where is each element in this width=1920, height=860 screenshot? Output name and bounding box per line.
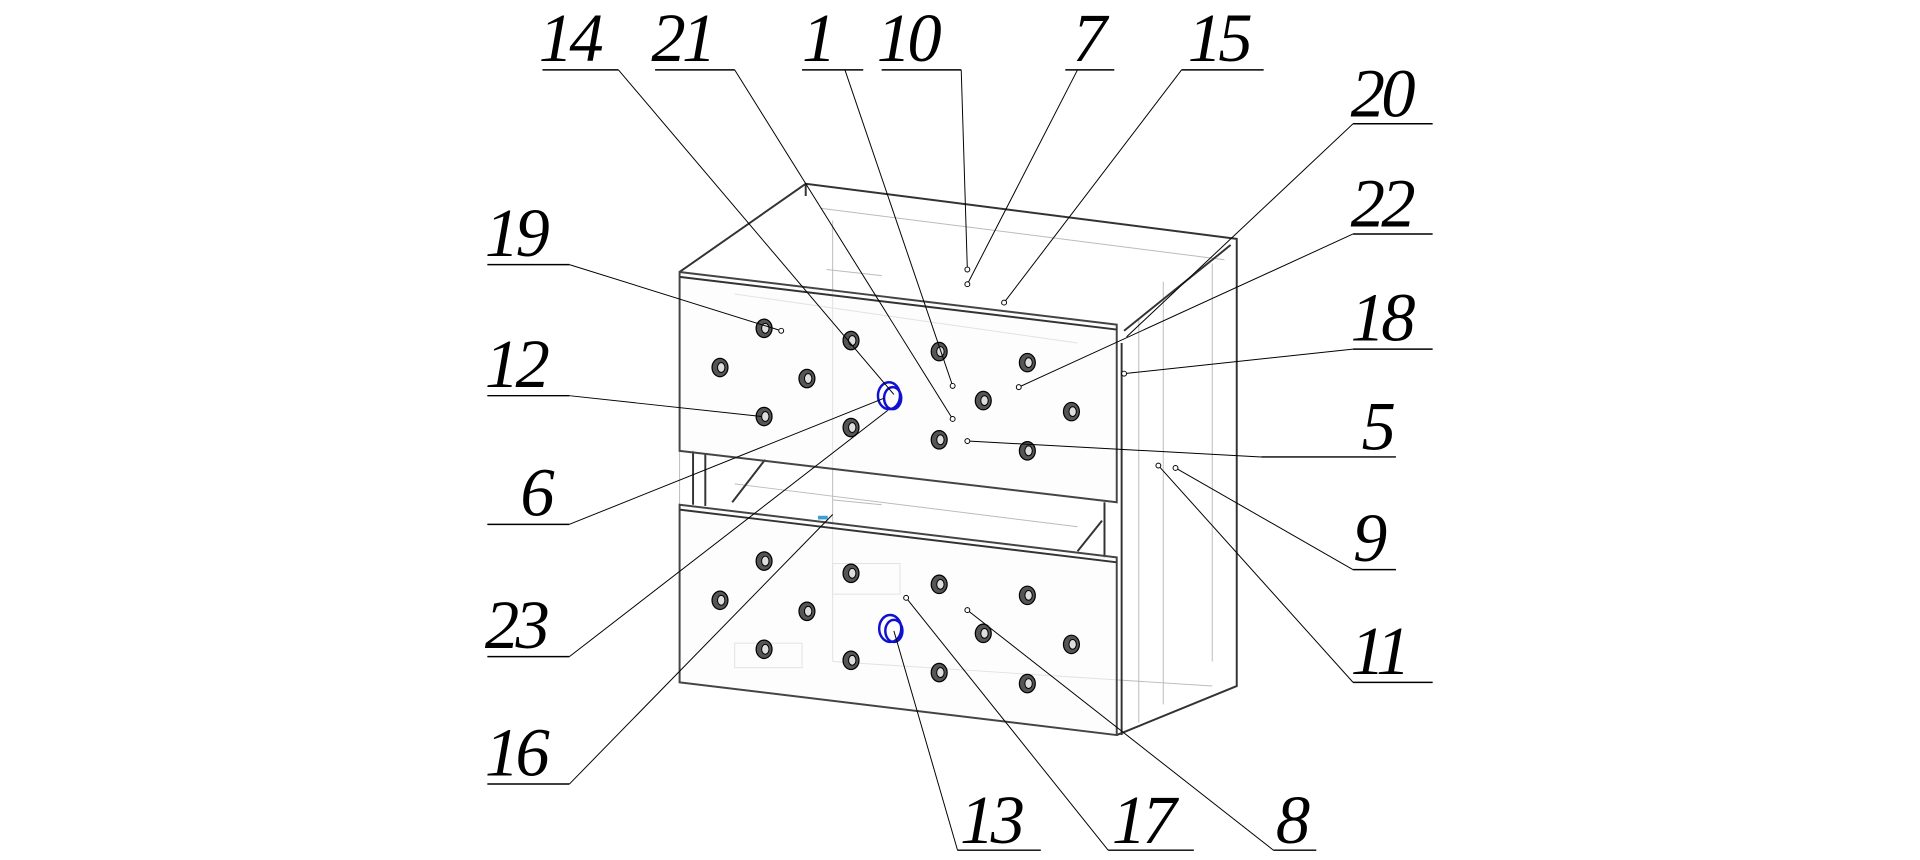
- knob-icon: [974, 623, 992, 644]
- callout-label: 23: [485, 587, 548, 663]
- callout-16: 16: [485, 514, 834, 790]
- callout-12: 12: [485, 326, 762, 418]
- callout-7: 7: [964, 0, 1115, 288]
- callout-label: 13: [960, 782, 1023, 858]
- knob-icon: [711, 590, 729, 611]
- knob-icon: [755, 551, 773, 571]
- callout-label: 11: [1351, 613, 1407, 689]
- callout-label: 19: [485, 195, 550, 271]
- knob-icon: [1018, 585, 1036, 606]
- knob-icon: [842, 417, 860, 438]
- callouts: 14 21 1 10 7 15 20 22 18 5 9 11 19 12 6 …: [485, 0, 1433, 858]
- knob-icon: [930, 662, 948, 683]
- knob-icon: [842, 330, 860, 351]
- knob-icon: [974, 390, 992, 411]
- callout-14: 14: [539, 0, 895, 395]
- knob-icon: [711, 357, 729, 378]
- callout-label: 10: [877, 0, 942, 76]
- callout-18: 18: [1121, 280, 1433, 377]
- callout-label: 18: [1351, 280, 1416, 356]
- callout-label: 5: [1362, 389, 1395, 465]
- knob-icon: [930, 430, 948, 450]
- callout-label: 7: [1073, 0, 1110, 76]
- callout-label: 9: [1353, 500, 1387, 576]
- callout-label: 14: [539, 0, 603, 76]
- knob-icon: [1018, 352, 1036, 373]
- knob-icon: [755, 318, 773, 339]
- callout-5: 5: [964, 389, 1398, 465]
- callout-10: 10: [877, 0, 971, 273]
- callout-label: 6: [520, 455, 554, 531]
- callout-23: 23: [485, 410, 889, 663]
- callout-21: 21: [651, 0, 956, 422]
- knob-icon: [798, 368, 816, 389]
- callout-label: 8: [1276, 782, 1310, 858]
- callout-1: 1: [802, 0, 956, 389]
- callout-15: 15: [1001, 0, 1264, 306]
- callout-22: 22: [1015, 166, 1433, 391]
- callout-label: 17: [1112, 782, 1180, 858]
- knob-icon: [798, 601, 816, 622]
- knob-icon: [842, 563, 860, 584]
- callout-9: 9: [1172, 465, 1396, 576]
- callout-label: 20: [1351, 55, 1416, 131]
- callout-label: 1: [802, 0, 833, 76]
- callout-label: 15: [1188, 0, 1252, 76]
- cabinet-carcass: [679, 182, 1238, 736]
- knob-icon: [755, 406, 773, 427]
- callout-label: 16: [485, 714, 550, 790]
- callout-19: 19: [485, 195, 785, 334]
- knob-icon: [930, 574, 948, 595]
- highlight-knob-lower: [877, 613, 904, 644]
- callout-17: 17: [903, 594, 1194, 858]
- callout-13: 13: [893, 630, 1041, 858]
- knob-icon: [1018, 673, 1036, 694]
- knob-icon: [1062, 401, 1081, 422]
- knob-icon: [1018, 441, 1036, 461]
- callout-11: 11: [1155, 462, 1433, 689]
- knob-icon: [842, 650, 860, 671]
- knobs: [711, 318, 1081, 694]
- callout-label: 21: [651, 0, 712, 76]
- knob-icon: [1062, 634, 1081, 655]
- knob-icon: [755, 639, 773, 660]
- callout-label: 22: [1351, 166, 1415, 242]
- callout-label: 12: [485, 326, 549, 402]
- callout-20: 20: [1126, 55, 1433, 338]
